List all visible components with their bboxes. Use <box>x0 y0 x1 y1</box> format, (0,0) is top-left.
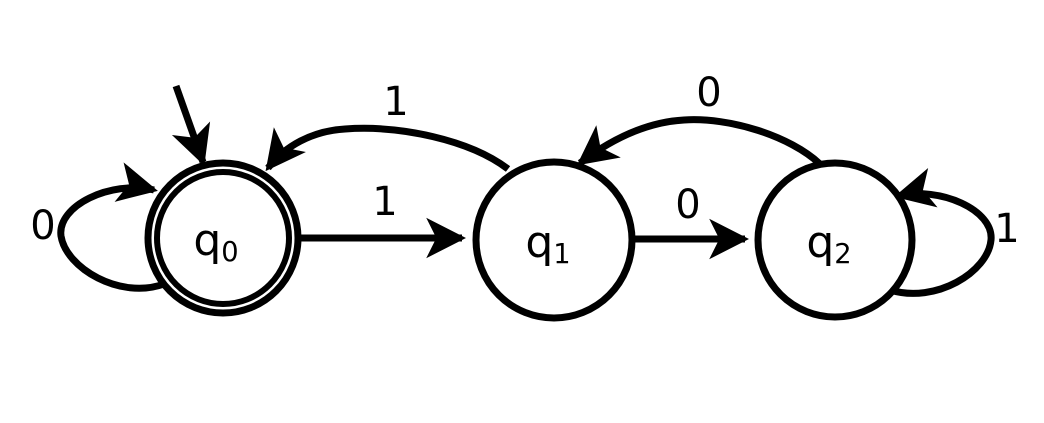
transition-q2-q2[interactable]: 1 <box>888 168 1020 297</box>
transition-q2-q2-path <box>888 168 995 297</box>
state-q2-outer-circle <box>754 159 916 321</box>
state-q1[interactable]: q1 <box>472 158 636 322</box>
state-q1-label-subscript: 1 <box>553 239 570 270</box>
transition-q1-q0[interactable]: 1 <box>265 79 511 172</box>
transition-q1-q0-path <box>265 124 511 172</box>
transition-q2-q1-label: 0 <box>696 70 721 116</box>
state-q0-accepting-inner-circle <box>154 169 292 307</box>
transition-q0-q1[interactable]: 1 <box>300 179 466 259</box>
state-q0[interactable]: q0 <box>144 159 302 317</box>
transition-q2-q1[interactable]: 0 <box>576 70 823 167</box>
transition-q2-q2-label: 1 <box>994 206 1019 252</box>
state-q1-label-base: q <box>525 217 553 268</box>
transition-q0-q0-path <box>57 162 166 292</box>
state-q0-label-subscript: 0 <box>221 237 238 268</box>
state-q0-label: q0 <box>193 215 238 268</box>
start-arrow <box>171 84 211 166</box>
transition-q0-q1-label: 1 <box>372 179 397 225</box>
transition-q1-q2[interactable]: 0 <box>633 182 749 260</box>
state-q2-label-base: q <box>806 217 834 268</box>
state-q0-label-base: q <box>193 215 221 266</box>
transition-q0-q0[interactable]: 0 <box>30 162 166 292</box>
state-q1-outer-circle <box>472 158 636 322</box>
start-arrow-path <box>171 84 211 166</box>
state-q2[interactable]: q2 <box>754 159 916 321</box>
transition-q1-q0-label: 1 <box>383 79 408 125</box>
transition-q2-q1-path <box>576 116 823 167</box>
transition-q1-q2-label: 0 <box>675 182 700 228</box>
states-layer: q0 q1 q2 <box>144 158 916 322</box>
edges-layer: 0 1 1 0 0 <box>30 70 1020 297</box>
state-q2-label: q2 <box>806 217 851 270</box>
state-q1-label: q1 <box>525 217 570 270</box>
transition-q0-q0-label: 0 <box>30 203 55 249</box>
state-q2-label-subscript: 2 <box>834 239 851 270</box>
